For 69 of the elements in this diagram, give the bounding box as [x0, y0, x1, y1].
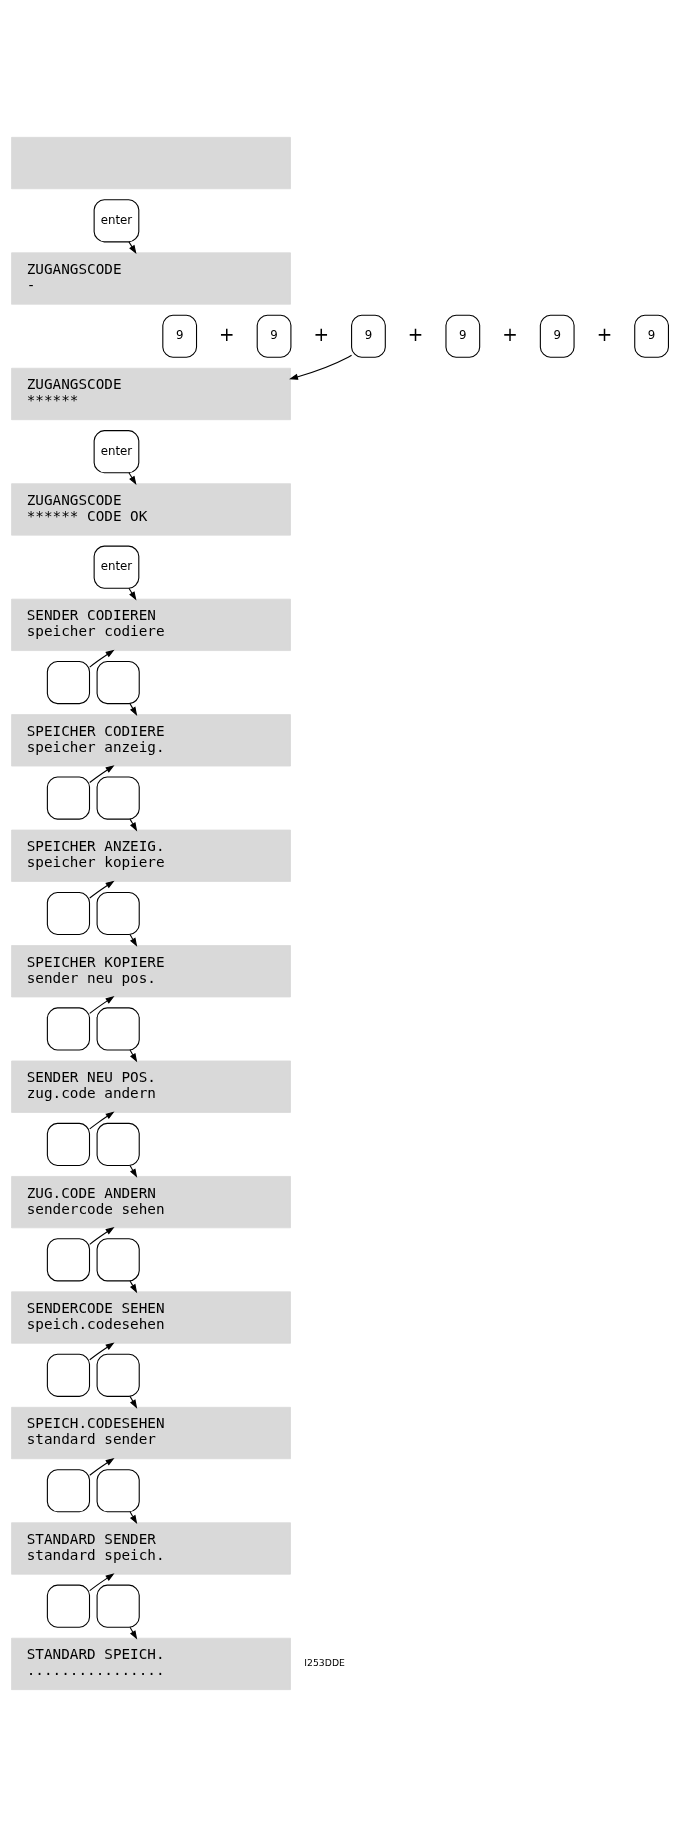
- node-box: [96, 776, 140, 820]
- node-box: [46, 776, 91, 820]
- arrow: [89, 1227, 115, 1245]
- arrow: [129, 1511, 138, 1525]
- node-box: [11, 136, 291, 190]
- node-box: [96, 1469, 140, 1513]
- node-box: SPEICHER ANZEIG. speicher kopiere: [11, 829, 291, 882]
- node-box: [96, 1238, 140, 1282]
- node-box: enter: [93, 430, 140, 474]
- node-box: enter: [93, 199, 140, 243]
- node-box: [46, 1007, 91, 1051]
- arrow: [89, 1111, 115, 1130]
- arrow: [129, 1049, 138, 1063]
- node-box: [96, 661, 140, 705]
- node-box: SENDERCODE SEHEN speich.codesehen: [11, 1291, 291, 1344]
- node-box: 9: [445, 314, 481, 358]
- node-box: 9: [162, 314, 198, 358]
- node-box: [46, 1469, 91, 1513]
- label: +: [219, 323, 235, 345]
- node-box: [96, 1122, 140, 1166]
- node-box: 9: [539, 314, 575, 358]
- node-box: SPEICHER KOPIERE sender neu pos.: [11, 945, 291, 998]
- arrow: [129, 1280, 138, 1294]
- arrow: [129, 934, 138, 947]
- node-box: STANDARD SPEICH. ................: [11, 1637, 291, 1691]
- node-box: STANDARD SENDER standard speich.: [11, 1522, 291, 1575]
- label: +: [313, 323, 330, 345]
- node-box: [46, 1353, 91, 1397]
- arrow: [129, 818, 138, 832]
- node-box: SPEICH.CODESEHEN standard sender: [11, 1406, 291, 1460]
- node-box: [96, 1353, 140, 1397]
- node-box: SENDER NEU POS. zug.code andern: [11, 1060, 291, 1113]
- arrow: [89, 880, 115, 899]
- node-box: [46, 891, 91, 936]
- arrow: [89, 649, 115, 668]
- node-box: 9: [634, 314, 669, 358]
- node-box: SENDER CODIEREN speicher codiere: [11, 598, 291, 651]
- node-box: [96, 1584, 140, 1628]
- label: +: [407, 323, 424, 345]
- arrow: [89, 1457, 115, 1476]
- arrow: [129, 1626, 138, 1640]
- node-box: [46, 1238, 91, 1282]
- node-box: ZUGANGSCODE ******: [11, 367, 291, 421]
- arrow: [89, 765, 115, 784]
- arrow: [89, 1342, 115, 1361]
- node-box: [96, 891, 140, 936]
- node-box: 9: [256, 314, 292, 358]
- arrow: [89, 1573, 115, 1592]
- label: +: [596, 323, 613, 345]
- arrow: [89, 996, 115, 1014]
- node-box: ZUGANGSCODE ****** CODE OK: [11, 483, 291, 536]
- arrow: [128, 241, 137, 255]
- node-box: ZUGANGSCODE -: [11, 252, 291, 305]
- arrow: [128, 587, 137, 601]
- label: I253DDE: [304, 1657, 345, 1669]
- arrow: [129, 703, 138, 716]
- node-box: [46, 1122, 91, 1166]
- arrow: [129, 1164, 138, 1178]
- node-box: [46, 661, 91, 705]
- arrow: [289, 354, 353, 380]
- node-box: SPEICHER CODIERE speicher anzeig.: [11, 714, 291, 767]
- label: +: [502, 323, 518, 345]
- node-box: [46, 1584, 91, 1628]
- node-box: enter: [93, 545, 140, 589]
- node-box: ZUG.CODE ANDERN sendercode sehen: [11, 1176, 291, 1229]
- arrow: [129, 1395, 138, 1409]
- node-box: 9: [351, 314, 386, 358]
- node-box: [96, 1007, 140, 1051]
- arrow: [128, 472, 137, 485]
